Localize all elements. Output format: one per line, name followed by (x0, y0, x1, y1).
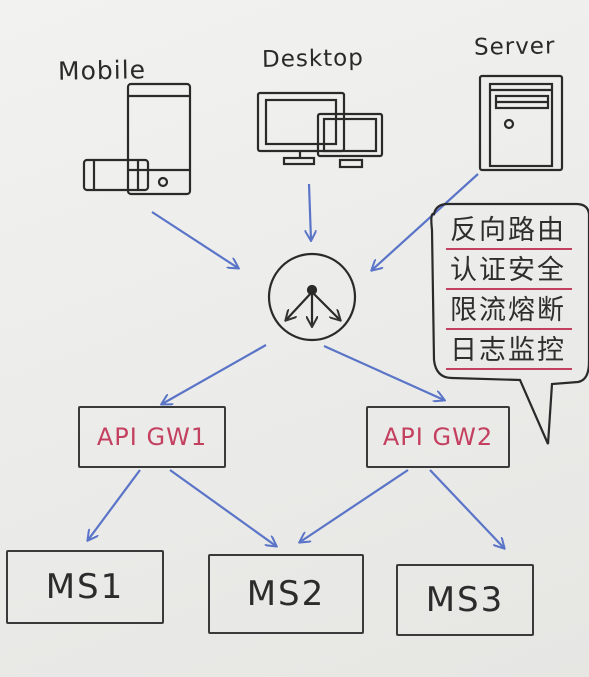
desktop-label: Desktop (261, 45, 365, 73)
tablet-icon (82, 158, 150, 192)
callout-item-logging-monitoring: 日志监控 (446, 336, 572, 370)
arrow-mobile-to-router (151, 211, 238, 268)
callout-item-rate-limit-circuit-breaker: 限流熔断 (446, 296, 572, 330)
arrow-gw2-to-ms3 (429, 469, 504, 548)
laptop-icon (316, 112, 384, 158)
arrow-server-to-router (372, 173, 479, 270)
microservice-ms3-label: MS3 (425, 580, 505, 620)
arrow-gw1-to-ms1 (88, 469, 141, 540)
desktop-devices-icon (256, 91, 384, 169)
server-tower-icon (478, 74, 564, 172)
server-label: Server (473, 33, 556, 61)
mobile-label: Mobile (57, 55, 147, 86)
microservice-ms2: MS2 (208, 554, 364, 634)
load-balancer-icon (267, 252, 357, 342)
mobile-devices-icon (82, 82, 192, 196)
api-gateway-1-label: API GW1 (96, 423, 208, 451)
api-gateway-2: API GW2 (366, 406, 510, 468)
arrow-desktop-to-router (309, 183, 311, 240)
phone-icon (126, 82, 192, 196)
microservice-ms1: MS1 (6, 550, 164, 624)
api-gateway-1: API GW1 (78, 406, 226, 468)
arrow-gw2-to-ms2 (300, 469, 409, 542)
microservice-ms1-label: MS1 (45, 567, 125, 607)
arrow-gw1-to-ms2 (169, 469, 276, 546)
arrow-router-to-gw2 (323, 344, 444, 400)
api-gateway-2-label: API GW2 (382, 423, 494, 451)
microservice-ms2-label: MS2 (246, 574, 326, 614)
microservice-ms3: MS3 (396, 564, 534, 636)
monitor-icon (256, 91, 346, 153)
callout-item-auth-security: 认证安全 (446, 256, 572, 290)
callout-bubble (430, 202, 589, 445)
arrow-router-to-gw1 (162, 344, 267, 404)
callout-item-reverse-routing: 反向路由 (446, 216, 572, 250)
